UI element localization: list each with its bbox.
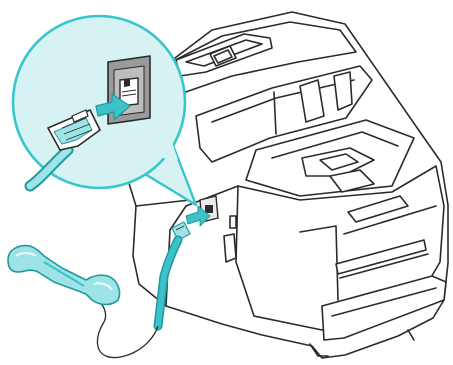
document-guide-right — [334, 72, 352, 110]
telephone-handset-icon — [8, 246, 120, 305]
side-grille — [224, 234, 236, 262]
callout-circle — [13, 16, 185, 188]
handset-cord-thin — [97, 300, 158, 358]
